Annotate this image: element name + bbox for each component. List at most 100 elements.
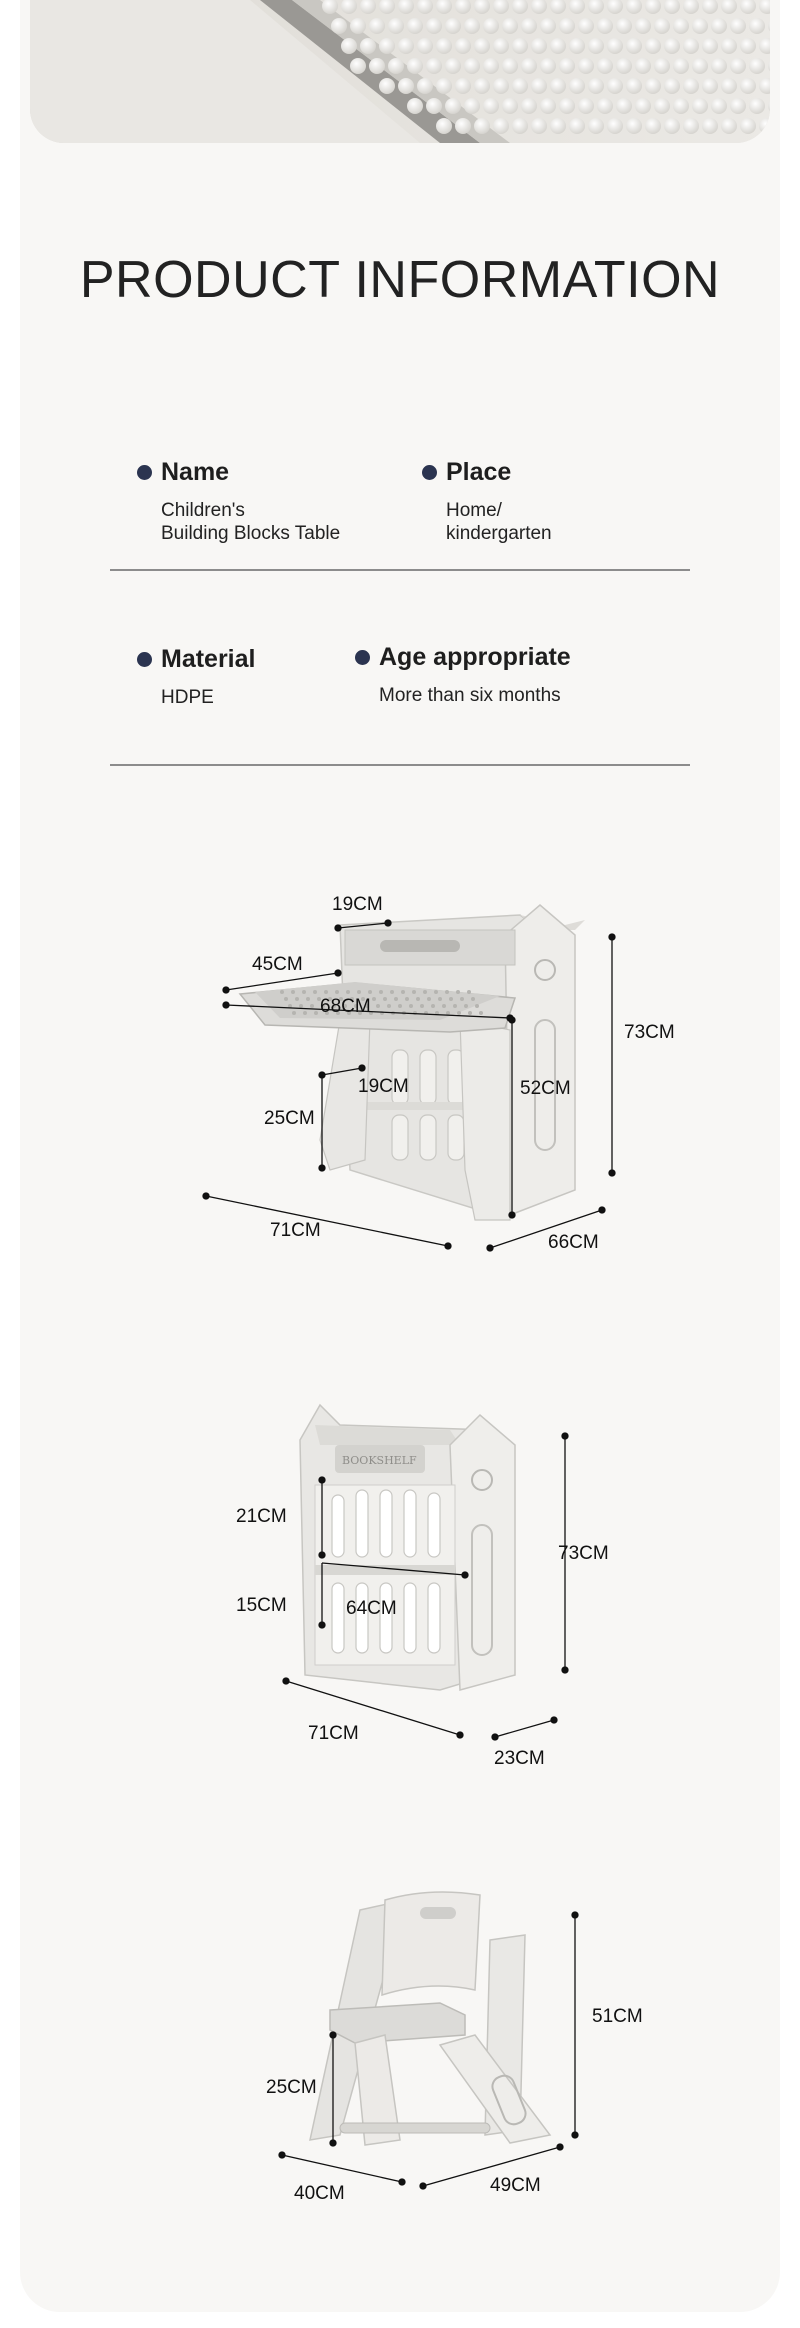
block-stud (512, 118, 528, 134)
block-stud (398, 38, 414, 54)
plate-stud (449, 997, 453, 1001)
plate-stud (291, 990, 295, 994)
block-stud (521, 58, 537, 74)
divider (110, 764, 690, 766)
block-stud (673, 18, 689, 34)
block-stud (626, 118, 642, 134)
block-stud (711, 58, 727, 74)
shelf-dim-15: 15CM (236, 1595, 287, 1616)
block-stud (502, 18, 518, 34)
block-stud (616, 98, 632, 114)
plate-stud (383, 997, 387, 1001)
bullet-icon (355, 650, 370, 665)
desk-illustration (238, 904, 585, 1221)
plate-stud (321, 1004, 325, 1008)
block-stud (436, 0, 452, 14)
chair-illustration (309, 1891, 552, 2146)
block-stud (654, 18, 670, 34)
product-card: PRODUCT INFORMATION Name Children's Buil… (20, 0, 780, 2312)
plate-stud (343, 1004, 347, 1008)
block-stud (445, 98, 461, 114)
bookshelf-logo-text: BOOKSHELF (342, 1454, 417, 1467)
block-stud (588, 0, 604, 14)
block-stud (407, 58, 423, 74)
plate-stud (442, 1004, 446, 1008)
block-stud (540, 58, 556, 74)
block-stud (721, 0, 737, 14)
block-stud (379, 38, 395, 54)
block-stud (721, 118, 737, 134)
block-stud (350, 18, 366, 34)
block-stud (635, 98, 651, 114)
info-age-value: More than six months (379, 685, 561, 706)
block-stud (664, 118, 680, 134)
plate-stud (368, 990, 372, 994)
chair-dim-40: 40CM (294, 2183, 345, 2204)
shelf-dim-71: 71CM (308, 1723, 359, 1744)
plate-stud (332, 1004, 336, 1008)
block-stud (417, 0, 433, 14)
block-stud (426, 58, 442, 74)
block-stud (483, 58, 499, 74)
divider (110, 569, 690, 571)
block-stud (436, 78, 452, 94)
hero-image (30, 0, 770, 143)
block-stud (749, 58, 765, 74)
block-stud (616, 18, 632, 34)
block-stud (569, 0, 585, 14)
block-stud (711, 18, 727, 34)
shelf-dim-21: 21CM (236, 1506, 287, 1527)
block-stud (474, 118, 490, 134)
block-stud (768, 20, 770, 32)
plate-stud (354, 1004, 358, 1008)
block-stud (645, 78, 661, 94)
shelf-dim-64: 64CM (346, 1598, 397, 1619)
block-stud (360, 38, 376, 54)
block-stud (588, 78, 604, 94)
block-stud (445, 58, 461, 74)
plate-stud (306, 997, 310, 1001)
block-stud (626, 38, 642, 54)
block-stud (512, 78, 528, 94)
block-stud (645, 118, 661, 134)
block-stud (502, 98, 518, 114)
block-stud (369, 58, 385, 74)
plate-stud (372, 997, 376, 1001)
desk-dim-66: 66CM (548, 1232, 599, 1253)
plate-stud (416, 997, 420, 1001)
block-stud (474, 38, 490, 54)
block-stud (607, 78, 623, 94)
block-stud (540, 98, 556, 114)
plate-stud (328, 997, 332, 1001)
plate-stud (398, 1004, 402, 1008)
plate-stud (357, 990, 361, 994)
bookshelf-dimension-labels: 21CM 15CM 64CM 73CM 71CM 23CM (236, 1506, 609, 1769)
plate-stud (280, 990, 284, 994)
block-stud (493, 0, 509, 14)
block-stud (464, 58, 480, 74)
plate-stud (310, 1004, 314, 1008)
block-stud (512, 0, 528, 14)
block-stud (417, 78, 433, 94)
block-stud (426, 98, 442, 114)
desk-dimension-figure: 19CM 45CM 68CM 19CM 25CM 52CM 73CM 71CM … (202, 894, 675, 1253)
block-stud (512, 38, 528, 54)
block-stud (559, 58, 575, 74)
block-stud (559, 98, 575, 114)
plate-stud (317, 997, 321, 1001)
block-stud (588, 118, 604, 134)
block-stud (683, 118, 699, 134)
info-material-value: HDPE (161, 687, 214, 708)
info-age-label: Age appropriate (379, 643, 571, 671)
plate-stud (361, 997, 365, 1001)
block-stud (445, 18, 461, 34)
block-stud (740, 0, 756, 14)
block-stud (388, 58, 404, 74)
desk-dim-45: 45CM (252, 954, 303, 975)
block-stud (493, 118, 509, 134)
plate-stud (314, 1011, 318, 1015)
plate-stud (376, 1004, 380, 1008)
block-stud (597, 18, 613, 34)
plate-stud (446, 1011, 450, 1015)
block-stud (607, 118, 623, 134)
